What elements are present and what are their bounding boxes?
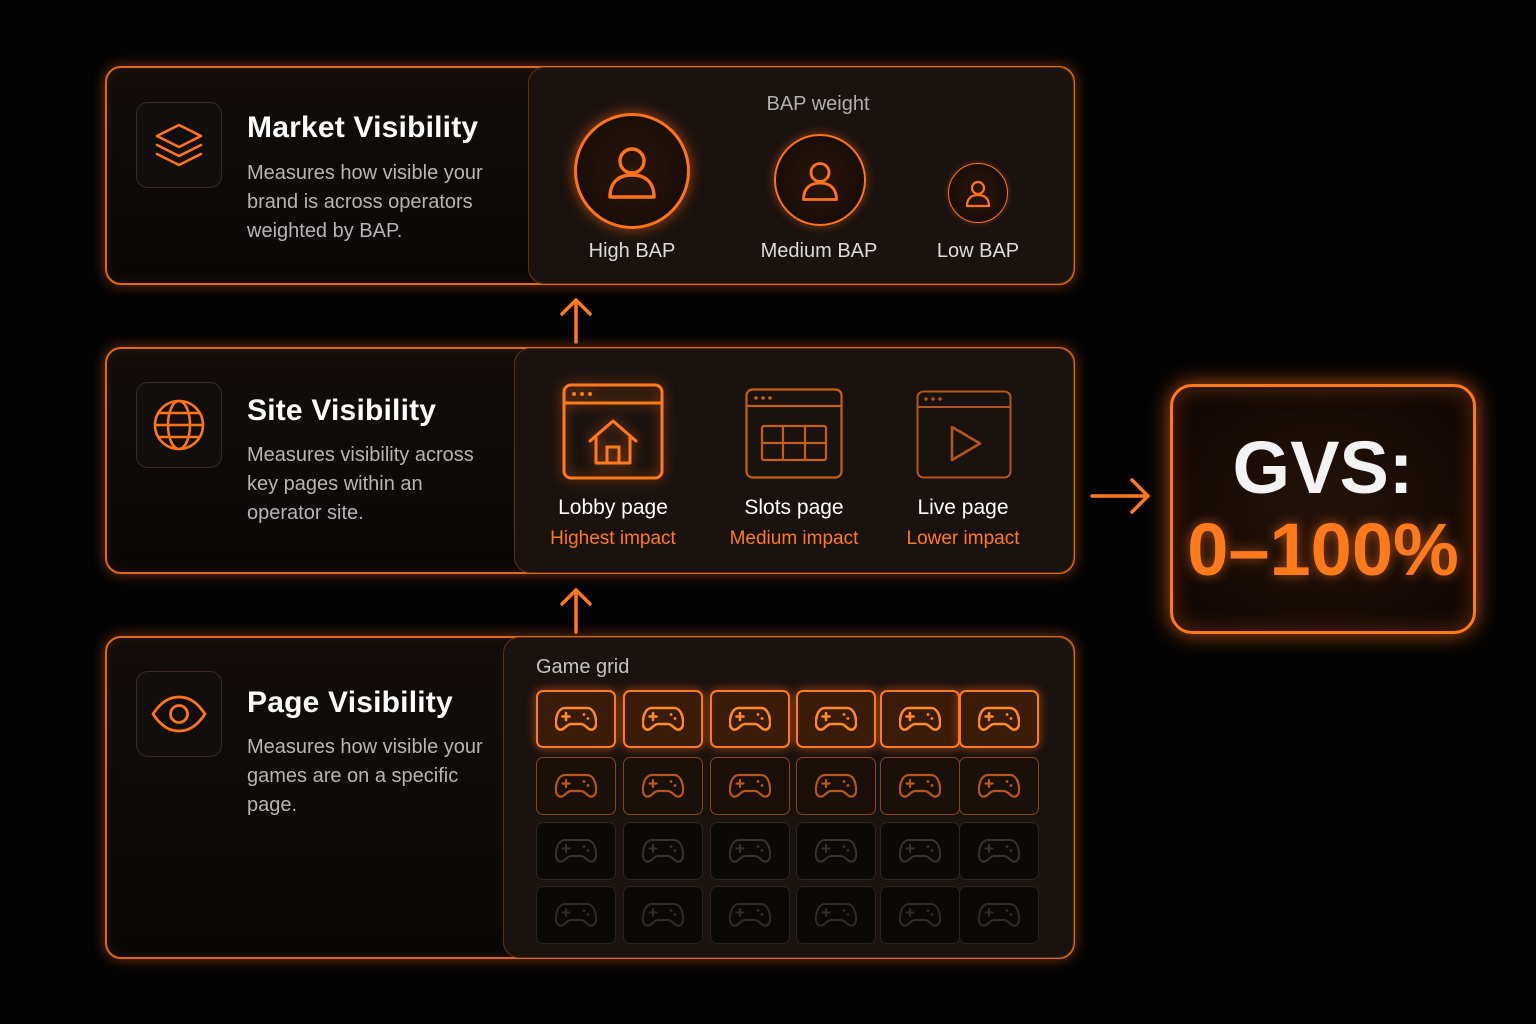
arrow-up-icon <box>560 588 592 634</box>
arrow-right-icon <box>1090 478 1150 514</box>
gamepad-icon <box>899 706 941 731</box>
gamepad-icon <box>899 839 941 863</box>
bap-weight-title: BAP weight <box>766 93 870 115</box>
game-tile <box>536 757 616 815</box>
gamepad-icon <box>978 773 1020 798</box>
game-tile <box>959 757 1039 815</box>
game-tile <box>710 690 790 748</box>
low-bap-circle <box>948 163 1008 223</box>
game-tile <box>880 757 960 815</box>
game-tile <box>796 757 876 815</box>
gamepad-icon <box>978 903 1020 927</box>
game-tile <box>710 757 790 815</box>
game-tile <box>536 690 616 748</box>
market-description: Measures how visible your brand is acros… <box>247 162 483 242</box>
home-page-icon <box>562 383 664 480</box>
high-bap-label: High BAP <box>588 240 676 262</box>
globe-icon <box>153 399 205 451</box>
game-tile <box>959 690 1039 748</box>
gamepad-icon <box>642 903 684 927</box>
slots-page-label: Slots page <box>744 496 844 519</box>
gamepad-icon <box>815 773 857 798</box>
gamepad-icon <box>642 839 684 863</box>
gvs-label: GVS: <box>1232 426 1414 509</box>
gamepad-icon <box>729 903 771 927</box>
gvs-value: 0–100% <box>1187 508 1459 591</box>
medium-bap-label: Medium BAP <box>760 240 878 262</box>
game-tile <box>710 822 790 880</box>
gamepad-icon <box>815 839 857 863</box>
gamepad-icon <box>899 903 941 927</box>
gamepad-icon <box>815 903 857 927</box>
site-icon-box <box>136 382 222 468</box>
game-tile <box>536 886 616 944</box>
gamepad-icon <box>729 839 771 863</box>
eye-icon <box>151 695 207 733</box>
game-tile <box>536 822 616 880</box>
gamepad-icon <box>555 773 597 798</box>
live-impact-label: Lower impact <box>906 528 1020 549</box>
page-icon-box <box>136 671 222 757</box>
gamepad-icon <box>555 839 597 863</box>
game-tile <box>959 822 1039 880</box>
layers-icon <box>155 123 203 167</box>
game-tile <box>959 886 1039 944</box>
gamepad-icon <box>642 706 684 731</box>
gamepad-icon <box>555 706 597 731</box>
game-tile <box>796 886 876 944</box>
game-tile <box>796 822 876 880</box>
gamepad-icon <box>642 773 684 798</box>
slots-page-icon <box>745 388 843 479</box>
game-tile <box>880 886 960 944</box>
page-title: Page Visibility <box>247 686 453 719</box>
user-icon <box>802 162 838 201</box>
market-title: Market Visibility <box>247 111 479 144</box>
slots-impact-label: Medium impact <box>729 528 859 549</box>
lobby-impact-label: Highest impact <box>550 528 676 549</box>
game-tile <box>796 690 876 748</box>
game-tile <box>623 886 703 944</box>
gamepad-icon <box>815 706 857 731</box>
market-icon-box <box>136 102 222 188</box>
gamepad-icon <box>555 903 597 927</box>
user-icon <box>608 147 656 199</box>
game-grid-title: Game grid <box>536 656 630 678</box>
page-description: Measures how visible your games are on a… <box>247 736 483 816</box>
game-tile <box>623 757 703 815</box>
game-tile <box>623 690 703 748</box>
user-icon <box>965 180 991 208</box>
game-tile <box>710 886 790 944</box>
arrow-up-icon <box>560 298 592 344</box>
site-description: Measures visibility across key pages wit… <box>247 444 474 524</box>
game-tile <box>623 822 703 880</box>
live-page-icon <box>916 390 1012 479</box>
gamepad-icon <box>978 839 1020 863</box>
gamepad-icon <box>729 706 771 731</box>
lobby-page-label: Lobby page <box>558 496 668 519</box>
gvs-result-box: GVS: 0–100% <box>1170 384 1476 634</box>
game-tile <box>880 822 960 880</box>
medium-bap-circle <box>774 134 866 226</box>
gamepad-icon <box>729 773 771 798</box>
low-bap-label: Low BAP <box>936 240 1020 262</box>
live-page-label: Live page <box>917 496 1009 519</box>
site-title: Site Visibility <box>247 394 437 427</box>
game-tile <box>880 690 960 748</box>
gamepad-icon <box>899 773 941 798</box>
gamepad-icon <box>978 706 1020 731</box>
high-bap-circle <box>574 113 690 229</box>
